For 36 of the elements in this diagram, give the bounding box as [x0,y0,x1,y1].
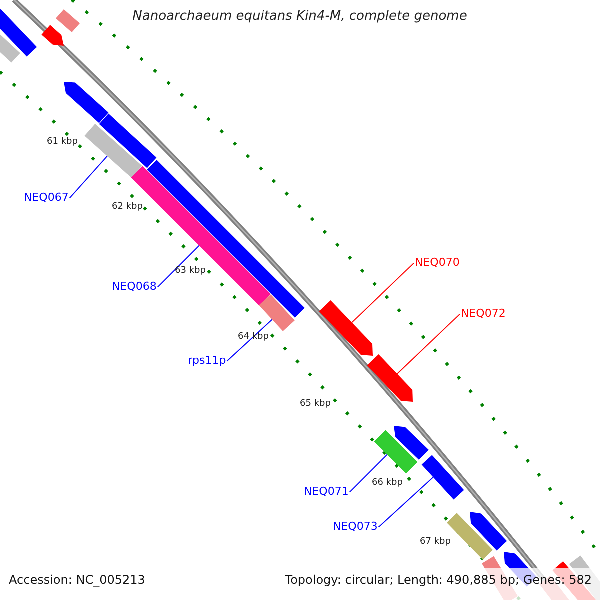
accession-text: Accession: NC_005213 [9,574,146,588]
scale-label: 66 kbp [372,478,403,488]
gene-bar [99,114,157,168]
leader-line [352,262,414,324]
gene-bar [42,25,64,46]
scale-label: 63 kbp [175,266,206,276]
gene-bar [259,294,295,332]
scale-label: 62 kbp [112,202,143,212]
gene-bar [422,455,464,500]
gene-label: NEQ072 [461,308,506,321]
gene-label: NEQ068 [112,281,157,294]
gene-label: NEQ067 [24,192,69,205]
gene-bar [84,124,142,178]
gene-label: rps11p [188,355,226,368]
leader-line [157,245,200,288]
gene-label: NEQ070 [415,257,460,270]
leader-line [378,476,434,528]
scale-label: 67 kbp [420,537,451,548]
scale-label: 61 kbp [47,137,78,148]
gene-label: NEQ073 [333,521,378,534]
leader-line [226,319,273,362]
gene-bar [56,10,80,32]
genome-summary-text: Topology: circular; Length: 490,885 bp; Genes: 582 [285,574,592,588]
scale-label: 65 kbp [300,399,331,410]
gene-bar [470,512,508,551]
leader-line [69,156,108,199]
genome-title: Nanoarchaeum equitans Kin4-M, complete genome [132,9,468,24]
gene-label: NEQ071 [304,486,349,499]
gene-bar [374,430,418,474]
gene-bar [394,426,429,460]
gene-bar [319,300,373,356]
leader-line [396,314,460,374]
gene-bar [64,82,109,124]
scale-label: 64 kbp [238,332,269,342]
leader-line [349,454,388,493]
gene-bar [367,354,413,402]
